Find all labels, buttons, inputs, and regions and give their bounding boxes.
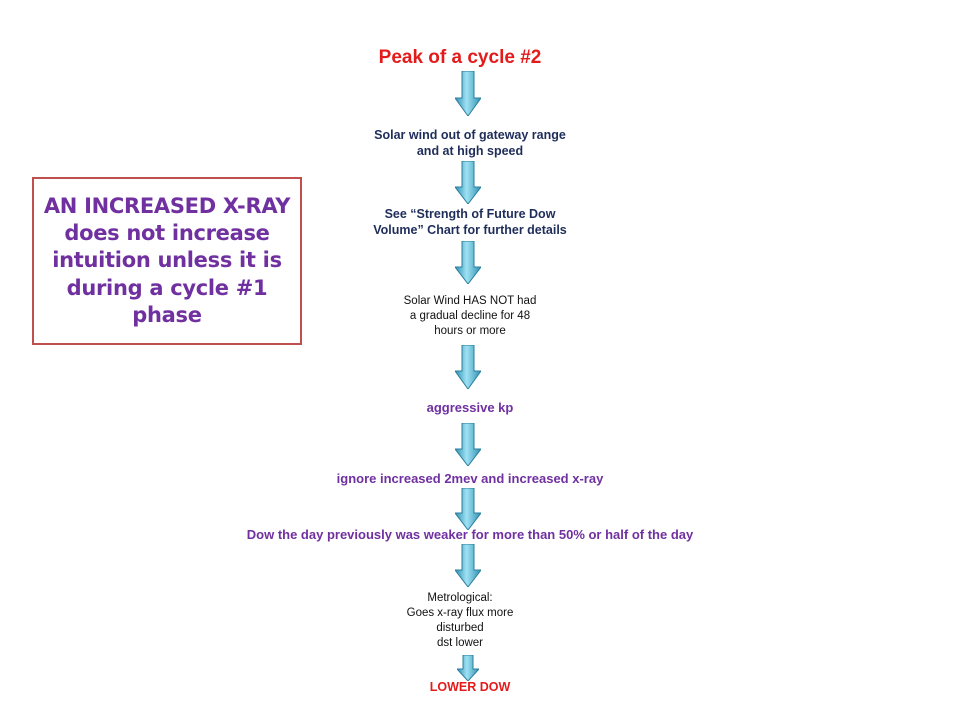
step-solar-wind-decline: Solar Wind HAS NOT had a gradual decline…: [403, 295, 537, 337]
down-arrow-icon: [455, 161, 481, 204]
step-ignore-2mev-xray: ignore increased 2mev and increased x-ra…: [336, 471, 604, 486]
step-solar-wind-range: Solar wind out of gateway range and at h…: [374, 128, 566, 159]
down-arrow-icon: [457, 655, 479, 681]
down-arrow-icon: [455, 544, 481, 587]
down-arrow-icon: [455, 423, 481, 466]
result-lower-dow: LOWER DOW: [429, 680, 511, 694]
down-arrow-icon: [455, 488, 481, 530]
flow-title: Peak of a cycle #2: [378, 47, 542, 68]
step-future-dow-chart: See “Strength of Future Dow Volume” Char…: [373, 207, 567, 238]
step-aggressive-kp: aggressive kp: [426, 400, 514, 415]
step-dow-previous-day: Dow the day previously was weaker for mo…: [246, 527, 694, 542]
down-arrow-icon: [455, 345, 481, 389]
down-arrow-icon: [455, 241, 481, 284]
down-arrow-icon: [455, 71, 481, 116]
xray-note-box: AN INCREASED X-RAY does not increase int…: [32, 177, 302, 345]
step-metrological: Metrological: Goes x-ray flux more distu…: [406, 592, 514, 649]
